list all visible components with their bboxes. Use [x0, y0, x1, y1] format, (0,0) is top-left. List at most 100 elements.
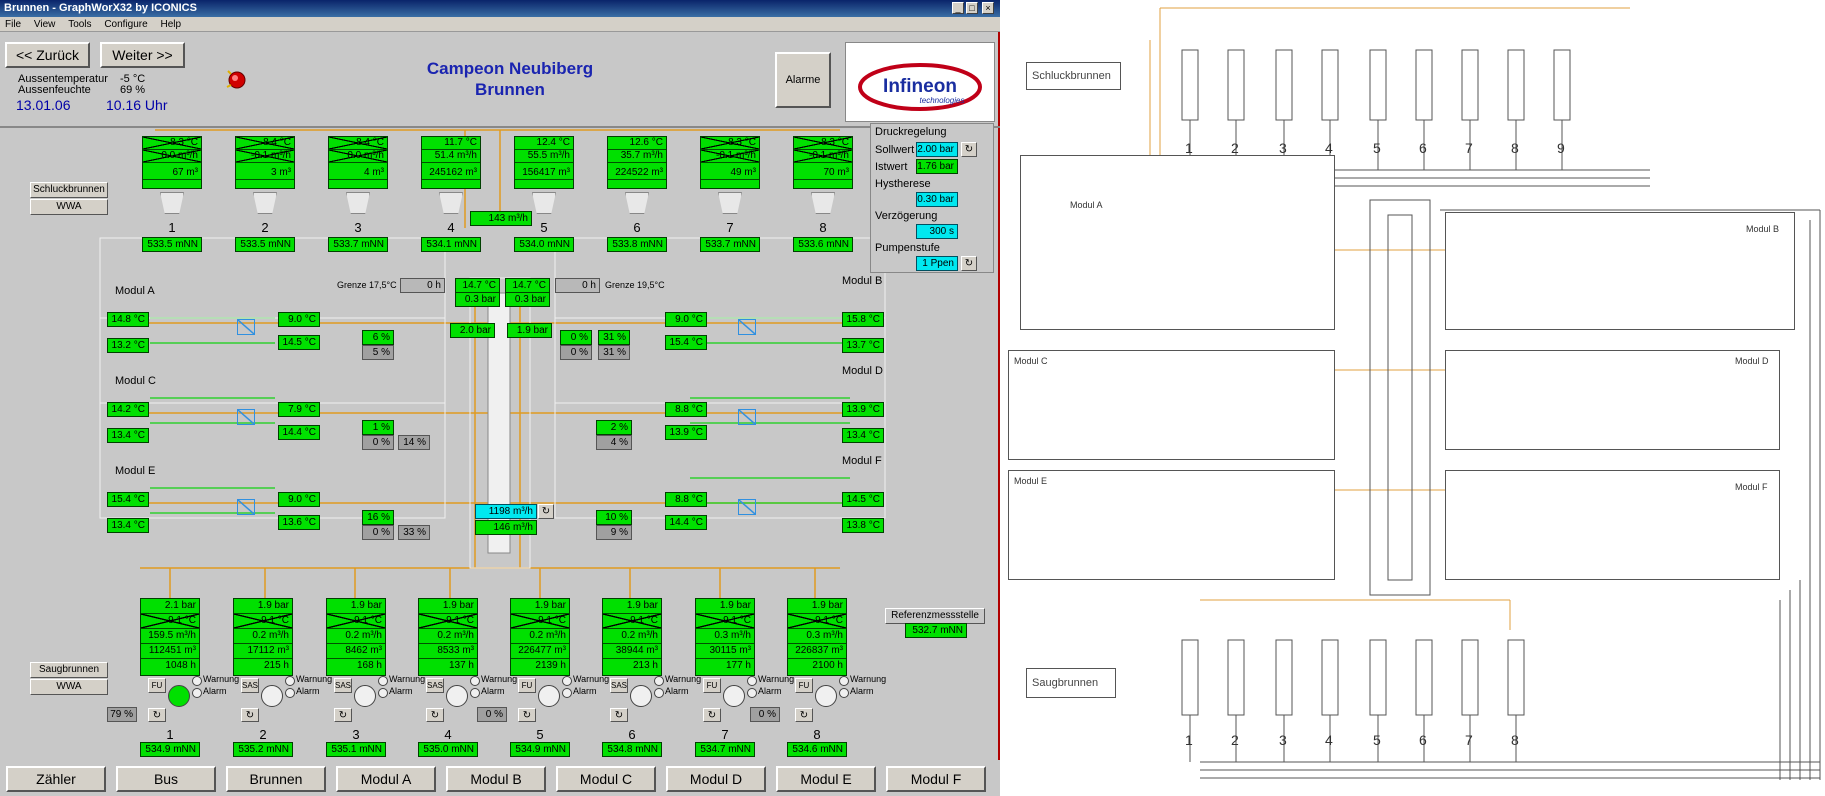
hysteresis-value[interactable]: 0.30 bar [916, 192, 958, 207]
pump-control-icon[interactable]: ↻ [148, 708, 166, 722]
module-e-valve1: 16 % [362, 510, 394, 525]
schluck-flow: -0.1 m³/h [701, 150, 759, 163]
module-a-title[interactable]: Modul A [115, 285, 155, 297]
module-d-temp-in: 13.9 °C [842, 402, 884, 417]
menu-file[interactable]: File [5, 19, 22, 30]
schematic-modul-b-label: Modul B [1746, 224, 1780, 234]
module-b-temp1: 9.0 °C [665, 312, 707, 327]
nav-modul-f-button[interactable]: Modul F [886, 766, 986, 792]
pump-icon[interactable] [261, 685, 283, 707]
nav-modul-e-button[interactable]: Modul E [776, 766, 876, 792]
pump-control-icon[interactable]: ↻ [334, 708, 352, 722]
nav-zaehler-button[interactable]: Zähler [6, 766, 106, 792]
module-f-valve1: 10 % [596, 510, 632, 525]
limit-left-value: 0 h [400, 278, 445, 293]
close-icon[interactable]: × [982, 2, 994, 14]
nav-brunnen-button[interactable]: Brunnen [226, 766, 326, 792]
menu-help[interactable]: Help [160, 19, 182, 30]
schematic-top-number: 8 [1511, 140, 1519, 156]
limit-right-label: Grenze 19,5°C [605, 280, 665, 290]
menu-view[interactable]: View [33, 19, 56, 30]
setpoint-edit-icon[interactable]: ↻ [961, 142, 977, 157]
saug-hours: 2139 h [535, 660, 566, 671]
maximize-icon[interactable]: □ [966, 2, 978, 14]
saug-volume: 226837 m³ [788, 644, 846, 659]
center-bar-right: 1.9 bar [507, 323, 552, 338]
module-b-valve3: 0 % [560, 345, 592, 360]
nav-modul-b-button[interactable]: Modul B [446, 766, 546, 792]
pump-control-icon[interactable]: ↻ [703, 708, 721, 722]
schematic-top-label-box [1026, 62, 1121, 90]
module-c-title[interactable]: Modul C [115, 375, 156, 387]
delay-value[interactable]: 300 s [916, 224, 958, 239]
pump-control-icon[interactable]: ↻ [426, 708, 444, 722]
pump-icon[interactable] [815, 685, 837, 707]
saug-hours: 177 h [725, 660, 751, 671]
alarm-bell-icon[interactable] [226, 68, 246, 90]
module-c-temp-in: 14.2 °C [107, 402, 149, 417]
saug-temp: 9.1 °C [603, 614, 661, 629]
pressure-control-title: Druckregelung [875, 126, 947, 138]
menu-tools[interactable]: Tools [68, 19, 92, 30]
window-title: Brunnen - GraphWorX32 by ICONICS [0, 0, 1000, 17]
menu-configure[interactable]: Configure [104, 19, 148, 30]
pump-control-icon[interactable]: ↻ [518, 708, 536, 722]
minimize-icon[interactable]: _ [952, 2, 964, 14]
saug-drive-type: FU [518, 678, 536, 693]
schluck-level: 533.7 mNN [700, 237, 760, 252]
alarms-button[interactable]: Alarme [775, 52, 831, 108]
nav-modul-d-button[interactable]: Modul D [666, 766, 766, 792]
pump-icon[interactable] [630, 685, 652, 707]
pump-icon[interactable] [723, 685, 745, 707]
pump-icon[interactable] [446, 685, 468, 707]
saug-volume: 8462 m³ [327, 644, 385, 659]
schluck-level: 533.8 mNN [607, 237, 667, 252]
module-b-title[interactable]: Modul B [842, 275, 883, 287]
saug-alarm-label: Alarm [850, 686, 874, 696]
center-flow-icon[interactable]: ↻ [538, 504, 554, 519]
schluck-volume: 70 m³ [794, 167, 852, 180]
module-f-temp2: 14.4 °C [665, 515, 707, 530]
schematic-modul-e-label: Modul E [1014, 476, 1048, 486]
schluckbrunnen-wwa-button[interactable]: WWA [30, 199, 108, 215]
schematic-top-number: 7 [1465, 140, 1473, 156]
schluck-flow: -0.1 m³/h [236, 150, 294, 163]
saug-level: 534.7 mNN [695, 742, 755, 757]
nav-modul-a-button[interactable]: Modul A [336, 766, 436, 792]
pump-control-icon[interactable]: ↻ [610, 708, 628, 722]
module-e-title[interactable]: Modul E [115, 465, 156, 477]
pump-icon[interactable] [168, 685, 190, 707]
outside-temp-label: Aussentemperatur [18, 73, 108, 85]
pressure-control-panel: Druckregelung Sollwert 2.00 bar ↻ Istwer… [870, 123, 994, 273]
saugbrunnen-wwa-button[interactable]: WWA [30, 679, 108, 695]
saug-hours: 215 h [263, 660, 289, 671]
saug-pressure: 1.9 bar [511, 599, 569, 614]
module-c-temp1: 7.9 °C [278, 402, 320, 417]
schematic-top-number: 3 [1279, 140, 1287, 156]
setpoint-value[interactable]: 2.00 bar [916, 142, 958, 157]
schluck-number: 7 [726, 220, 734, 235]
saug-flow: 0.2 m³/h [511, 629, 569, 644]
warning-lamp-icon [192, 676, 202, 686]
pump-icon[interactable] [354, 685, 376, 707]
module-d-title[interactable]: Modul D [842, 365, 883, 377]
back-button[interactable]: << Zurück [5, 42, 90, 68]
saug-hours: 2100 h [812, 660, 843, 671]
pump-stage-value[interactable]: 1 Ppen [916, 256, 958, 271]
forward-button[interactable]: Weiter >> [100, 42, 185, 68]
pump-control-icon[interactable]: ↻ [795, 708, 813, 722]
pump-control-icon[interactable]: ↻ [241, 708, 259, 722]
saug-flow: 0.3 m³/h [696, 629, 754, 644]
pump-stage-edit-icon[interactable]: ↻ [961, 256, 977, 271]
nav-bus-button[interactable]: Bus [116, 766, 216, 792]
module-f-title[interactable]: Modul F [842, 455, 882, 467]
saug-warning-label: Warnung [203, 674, 240, 684]
nav-modul-c-button[interactable]: Modul C [556, 766, 656, 792]
saug-alarm-label: Alarm [481, 686, 505, 696]
saug-temp: 9.1 °C [327, 614, 385, 629]
pump-icon[interactable] [538, 685, 560, 707]
saug-warning-label: Warnung [481, 674, 518, 684]
